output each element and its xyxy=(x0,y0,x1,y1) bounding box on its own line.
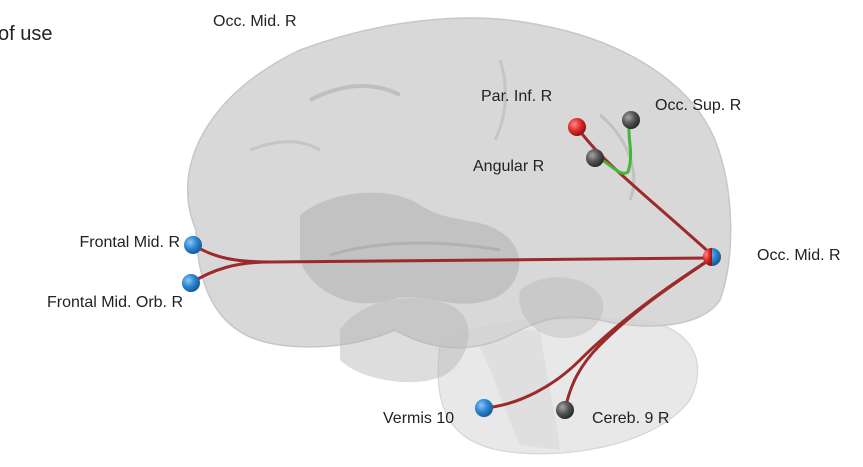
node-occ-mid-r xyxy=(703,248,721,266)
node-label-cereb-9-r: Cereb. 9 R xyxy=(592,410,669,428)
node-par-inf-r xyxy=(568,118,586,136)
node-label-angular-r: Angular R xyxy=(473,158,544,176)
node-occ-sup-r xyxy=(622,111,640,129)
node-label-occ-mid-r: Occ. Mid. R xyxy=(757,247,841,265)
node-vermis-10 xyxy=(475,399,493,417)
node-angular-r xyxy=(586,149,604,167)
node-label-frontal-mid-r: Frontal Mid. R xyxy=(38,234,180,252)
node-label-occ-sup-r: Occ. Sup. R xyxy=(655,97,741,115)
node-label-vermis-10: Vermis 10 xyxy=(383,410,454,428)
node-label-frontal-mid-orb-r: Frontal Mid. Orb. R xyxy=(0,294,183,312)
node-label-par-inf-r: Par. Inf. R xyxy=(481,88,552,106)
header-fragment: of use xyxy=(0,23,52,46)
node-frontal-mid-r xyxy=(184,236,202,254)
top-label: Occ. Mid. R xyxy=(213,13,297,31)
node-cereb-9-r xyxy=(556,401,574,419)
node-frontal-mid-orb-r xyxy=(182,274,200,292)
